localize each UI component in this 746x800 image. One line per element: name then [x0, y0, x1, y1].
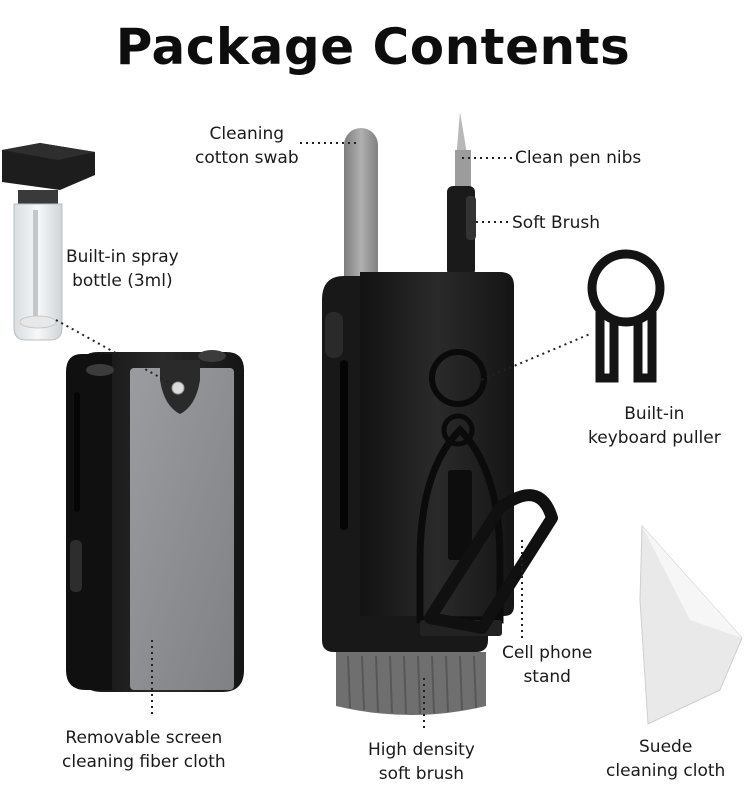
- label-suede-cloth: Suede cleaning cloth: [606, 737, 726, 781]
- label-spray-bottle: Built-in spray bottle (3ml): [66, 247, 179, 291]
- label-soft-brush: Soft Brush: [512, 213, 601, 233]
- phone-stand: [424, 489, 558, 634]
- page-title: Package Contents: [115, 18, 631, 76]
- label-phone-stand: Cell phone stand: [502, 643, 593, 687]
- spray-bottle: [2, 143, 95, 341]
- soft-brush-bristles: [336, 652, 486, 715]
- left-device: [66, 350, 244, 692]
- keyboard-puller: [587, 249, 665, 383]
- label-high-density-brush: High density soft brush: [368, 740, 475, 784]
- label-cotton-swab: Cleaning cotton swab: [195, 124, 299, 168]
- pen-nib-tool: [447, 112, 476, 276]
- main-device: [322, 272, 514, 652]
- label-keyboard-puller: Built-in keyboard puller: [588, 404, 721, 448]
- suede-cloth: [639, 524, 743, 725]
- label-fiber-cloth: Removable screen cleaning fiber cloth: [62, 728, 226, 772]
- leader-lines: [55, 142, 591, 730]
- label-pen-nibs: Clean pen nibs: [515, 148, 642, 168]
- cotton-swab: [344, 128, 378, 298]
